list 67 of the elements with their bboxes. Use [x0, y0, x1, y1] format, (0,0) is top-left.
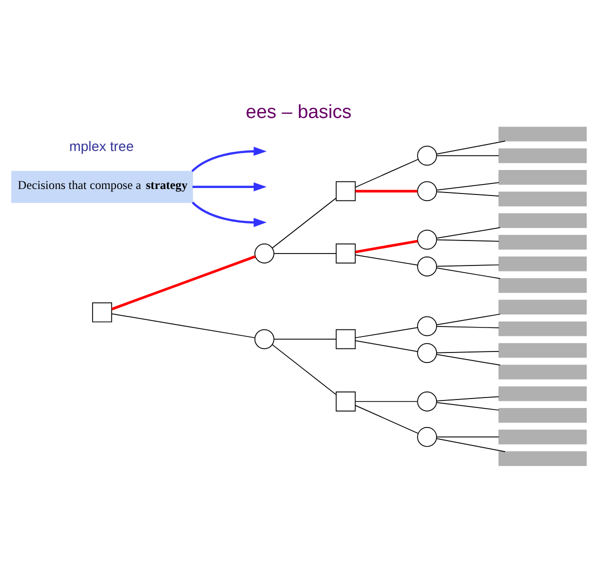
connector	[436, 402, 500, 411]
node-box: Decisions that compose a strategy	[11, 170, 193, 203]
node-bar	[498, 278, 587, 293]
node-bar	[498, 126, 587, 142]
connector	[274, 338, 336, 340]
node-circle	[417, 343, 438, 363]
node-bar	[498, 386, 587, 402]
node-bar	[498, 343, 587, 358]
connector	[436, 191, 500, 196]
connector	[355, 158, 418, 188]
node-box	[336, 392, 356, 412]
node-box	[92, 302, 112, 322]
node-circle	[417, 316, 438, 336]
node-box	[336, 329, 356, 350]
node-bar	[498, 213, 587, 228]
connector	[436, 314, 501, 326]
node-bar	[498, 430, 587, 444]
node-circle	[417, 181, 438, 202]
node-circle	[417, 427, 438, 447]
node-bar	[498, 451, 587, 466]
connector	[436, 227, 501, 239]
arrow	[191, 146, 267, 172]
connector	[355, 340, 418, 352]
diagram-title: ees – basics	[246, 102, 352, 124]
node-bar	[498, 256, 587, 272]
node-bar	[498, 321, 587, 336]
connector	[355, 240, 418, 254]
connector	[436, 155, 500, 156]
connector	[274, 253, 336, 254]
connector	[355, 190, 418, 192]
connector	[272, 344, 336, 395]
connector	[272, 198, 336, 248]
connector	[355, 254, 418, 266]
connector	[436, 354, 501, 366]
node-bar	[498, 364, 587, 380]
node-circle	[417, 146, 438, 166]
connector	[111, 255, 256, 310]
connector	[436, 436, 500, 438]
connector	[436, 267, 501, 279]
node-box	[336, 244, 356, 264]
arrow	[192, 202, 267, 228]
arrow	[192, 182, 267, 192]
node-circle	[254, 329, 274, 350]
connector	[436, 182, 500, 191]
node-circle	[417, 392, 438, 412]
connector	[355, 401, 418, 402]
node-circle	[417, 256, 438, 276]
label: mplex tree	[69, 138, 134, 154]
node-bar	[498, 408, 587, 423]
node-bar	[498, 234, 587, 250]
node-bar	[498, 170, 587, 185]
connector	[436, 264, 500, 267]
connector	[111, 313, 256, 338]
connector	[436, 396, 500, 402]
connector	[436, 239, 500, 242]
node-box	[336, 181, 356, 202]
node-bar	[498, 192, 587, 206]
node-bar	[498, 300, 587, 315]
connector	[436, 350, 500, 354]
connector	[436, 140, 506, 155]
connector	[436, 438, 506, 452]
node-bar	[498, 148, 587, 164]
connector	[355, 327, 418, 338]
connector	[355, 405, 418, 434]
node-circle	[417, 230, 438, 250]
node-circle	[254, 244, 274, 264]
connector	[436, 326, 500, 328]
